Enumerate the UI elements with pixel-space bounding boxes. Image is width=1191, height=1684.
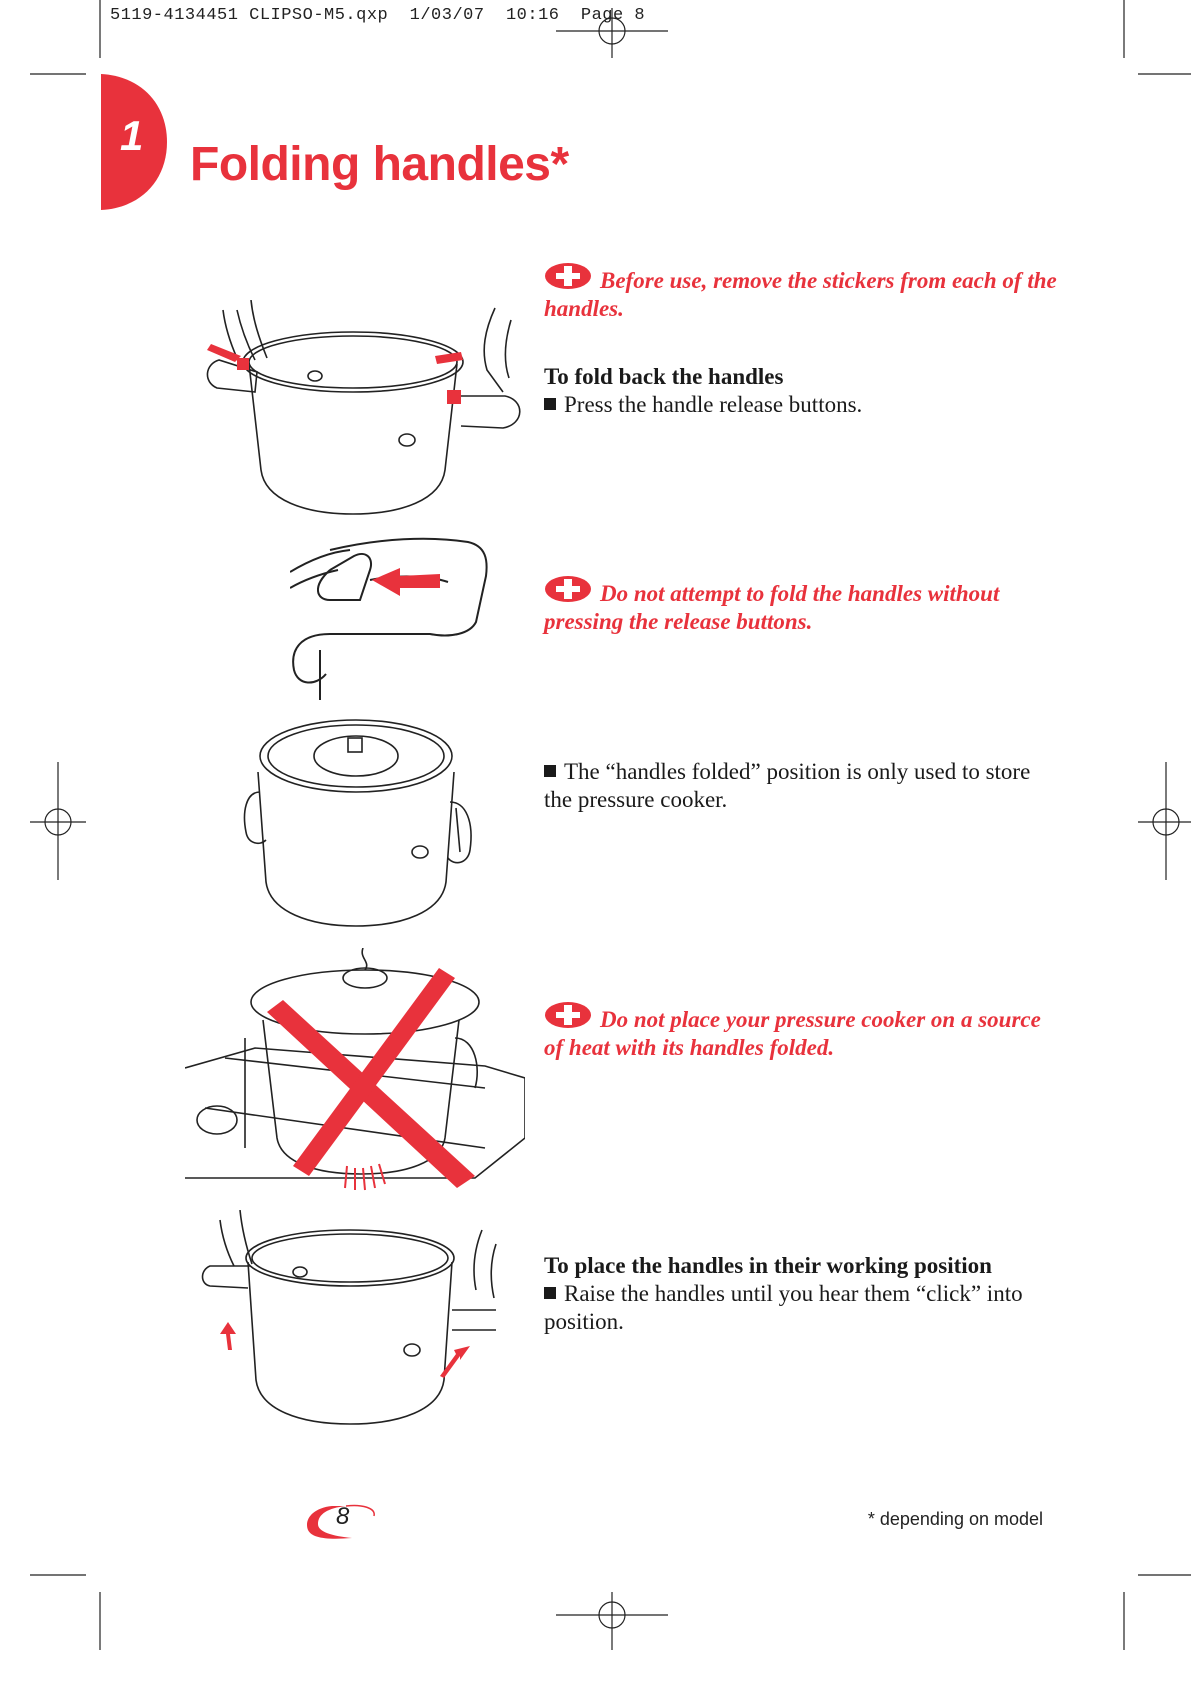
working-position-step: Raise the handles until you hear them “c… bbox=[544, 1280, 1064, 1336]
pot-handles-press-illustration bbox=[206, 300, 521, 515]
working-position-heading: To place the handles in their working po… bbox=[544, 1253, 992, 1278]
section-3: The “handles folded” position is only us… bbox=[544, 758, 1064, 814]
bullet-icon bbox=[544, 398, 556, 410]
step-text: Press the handle release buttons. bbox=[564, 392, 863, 417]
step-text: Raise the handles until you hear them “c… bbox=[544, 1281, 1023, 1334]
warning-1: Before use, remove the stickers from eac… bbox=[544, 262, 1064, 323]
print-slug: 5119-4134451 CLIPSO-M5.qxp 1/03/07 10:16… bbox=[110, 6, 646, 25]
fold-back-step: Press the handle release buttons. bbox=[544, 391, 1064, 419]
warning-icon bbox=[545, 1002, 591, 1028]
bullet-icon bbox=[544, 1287, 556, 1299]
section-2: Do not attempt to fold the handles witho… bbox=[544, 575, 1064, 636]
handle-closeup-illustration bbox=[290, 537, 488, 700]
section-4: Do not place your pressure cooker on a s… bbox=[544, 1001, 1064, 1062]
footnote: * depending on model bbox=[867, 1509, 1043, 1529]
warning-2: Do not attempt to fold the handles witho… bbox=[544, 575, 1064, 636]
warning-icon bbox=[545, 576, 591, 602]
bullet-icon bbox=[544, 765, 556, 777]
fold-back-heading: To fold back the handles bbox=[544, 364, 784, 389]
chapter-tab bbox=[101, 74, 167, 210]
warning-icon bbox=[545, 263, 591, 289]
page-title: Folding handles* bbox=[190, 138, 569, 191]
pot-folded-illustration bbox=[243, 719, 472, 927]
pot-raise-handles-illustration bbox=[201, 1210, 497, 1425]
info-text: The “handles folded” position is only us… bbox=[544, 759, 1031, 812]
warning-3: Do not place your pressure cooker on a s… bbox=[544, 1001, 1064, 1062]
warning-text: Do not place your pressure cooker on a s… bbox=[544, 1007, 1041, 1060]
folded-info: The “handles folded” position is only us… bbox=[544, 758, 1064, 814]
page-number-badge bbox=[307, 1504, 375, 1539]
page-number: 8 bbox=[336, 1503, 350, 1530]
chapter-number: 1 bbox=[120, 112, 144, 159]
warning-text: Before use, remove the stickers from eac… bbox=[544, 268, 1057, 321]
section-1: Before use, remove the stickers from eac… bbox=[544, 262, 1064, 419]
warning-text: Do not attempt to fold the handles witho… bbox=[544, 581, 1000, 634]
section-5: To place the handles in their working po… bbox=[544, 1252, 1064, 1336]
pot-on-stove-crossed-illustration bbox=[185, 948, 525, 1191]
